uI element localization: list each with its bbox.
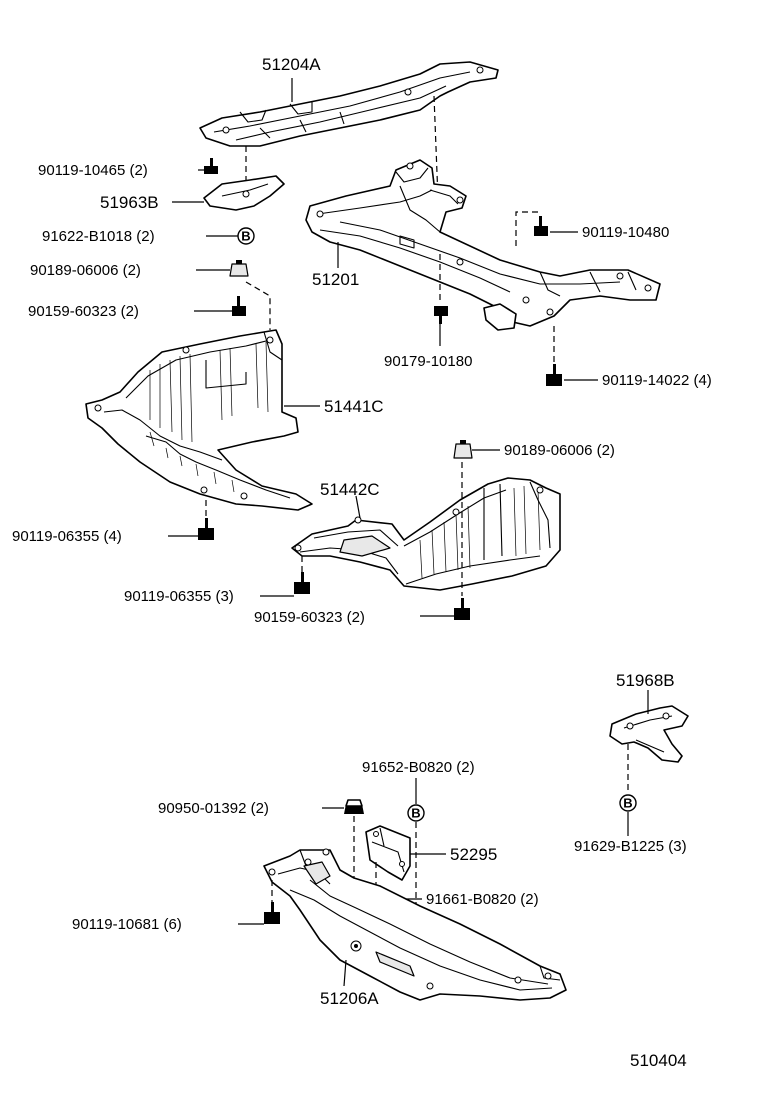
nut-90189-06006-right	[453, 440, 473, 459]
bolt-90119-10465	[204, 158, 218, 174]
label-51968B: 51968B	[616, 671, 675, 690]
label-51201: 51201	[312, 270, 359, 289]
bolt-90159-60323-left	[232, 296, 246, 316]
bolt-90159-60323-right	[454, 598, 470, 620]
label-90189-06006-left: 90189-06006 (2)	[30, 262, 141, 279]
part-51963B-bracket	[203, 175, 285, 211]
leader-51206A	[343, 959, 347, 987]
label-90950-01392: 90950-01392 (2)	[158, 800, 269, 817]
label-51442C: 51442C	[320, 480, 380, 499]
label-90119-10681: 90119-10681 (6)	[72, 916, 182, 933]
part-51206A-crossmember	[263, 848, 567, 1001]
label-91622-B1018: 91622-B1018 (2)	[42, 228, 155, 245]
nut-90189-06006-left	[229, 260, 249, 277]
leader-51442C	[355, 495, 361, 519]
part-52295-bracket	[365, 825, 411, 881]
part-51201-subframe	[305, 159, 661, 331]
part-51442C-under-cover-right	[291, 477, 561, 591]
bolt-90119-14022	[546, 364, 562, 386]
part-51968B-bracket	[609, 705, 689, 763]
bolt-90119-06355-3	[294, 572, 310, 594]
label-51204A: 51204A	[262, 55, 321, 74]
label-90119-10465: 90119-10465 (2)	[38, 162, 148, 179]
svg-text:B: B	[241, 229, 250, 244]
label-90119-06355-4: 90119-06355 (4)	[12, 528, 122, 545]
label-90119-06355-3: 90119-06355 (3)	[124, 588, 234, 605]
label-51206A: 51206A	[320, 989, 379, 1008]
label-51963B: 51963B	[100, 193, 159, 212]
bolt-90119-10681	[264, 902, 280, 924]
clip-91622-B1018: B	[237, 227, 255, 245]
label-90159-60323-right: 90159-60323 (2)	[254, 609, 365, 626]
bolt-90179-10180	[434, 306, 448, 324]
dash-nut-left	[245, 281, 271, 330]
plug-90950-01392	[344, 799, 364, 814]
bolt-90119-10480	[534, 216, 548, 236]
label-90189-06006-right: 90189-06006 (2)	[504, 442, 615, 459]
clip-91629-B1225: B	[619, 794, 637, 812]
label-51441C: 51441C	[324, 397, 384, 416]
svg-text:B: B	[623, 796, 632, 811]
label-91652-B0820: 91652-B0820 (2)	[362, 759, 475, 776]
figure-number: 510404	[630, 1051, 687, 1070]
bolt-90119-06355-4	[198, 518, 214, 540]
label-91629-B1225: 91629-B1225 (3)	[574, 838, 687, 855]
label-90159-60323-left: 90159-60323 (2)	[28, 303, 139, 320]
label-90119-14022: 90119-14022 (4)	[602, 372, 712, 389]
svg-text:B: B	[411, 806, 420, 821]
clip-91652-B0820: B	[407, 804, 425, 822]
part-51204A-crossmember	[199, 61, 499, 147]
dash-51204A-right	[433, 95, 441, 251]
label-90119-10480: 90119-10480	[582, 224, 669, 241]
label-52295: 52295	[450, 845, 497, 864]
label-90179-10180: 90179-10180	[384, 353, 472, 370]
dash-90119-10480	[515, 211, 540, 246]
part-51441C-under-cover-left	[85, 329, 313, 511]
label-91661-B0820: 91661-B0820 (2)	[426, 891, 539, 908]
